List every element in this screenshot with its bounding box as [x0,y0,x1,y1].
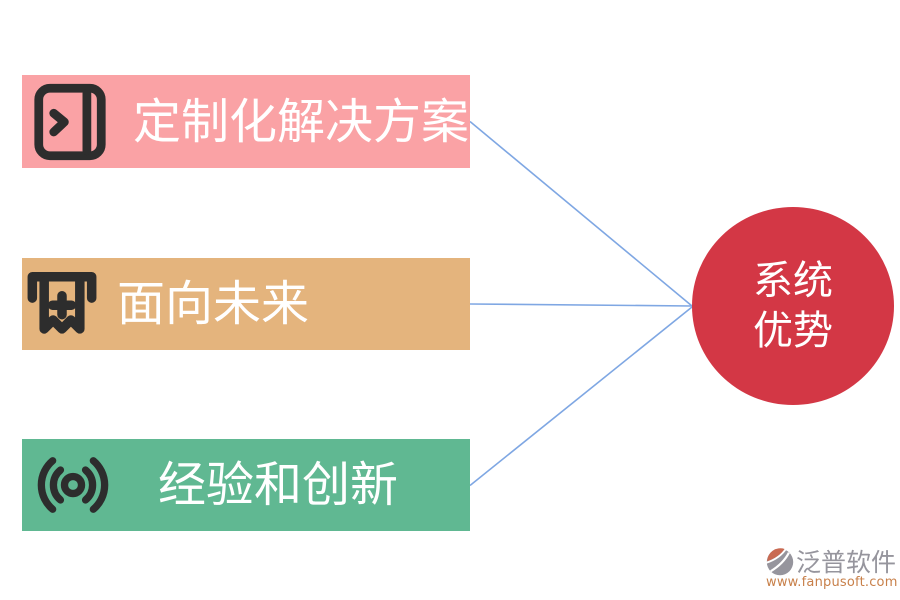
connector-line-bottom [469,306,693,487]
feature-label: 定制化解决方案 [133,93,470,150]
feature-bar-custom-solutions: 定制化解决方案 [22,75,470,168]
feature-bar-future-oriented: 面向未来 [22,258,470,350]
watermark: 泛普软件 www.fanpusoft.com [766,546,898,590]
door-panel-icon [34,83,106,160]
brand-url: www.fanpusoft.com [766,575,898,590]
connector-line-top [469,120,693,307]
feature-bar-experience-innovation: 经验和创新 [22,439,470,531]
connector-line-middle [469,303,693,307]
broadcast-icon [37,457,109,513]
brand-name: 泛普软件 [795,548,896,577]
feature-label: 经验和创新 [158,457,399,513]
circle-label-line2: 优势 [753,308,833,354]
fanpu-logo-icon [766,547,794,576]
advantage-circle: 系统 优势 [692,207,894,405]
feature-label: 面向未来 [117,276,310,332]
receipt-icon [27,271,97,334]
circle-label-line1: 系统 [753,258,833,304]
